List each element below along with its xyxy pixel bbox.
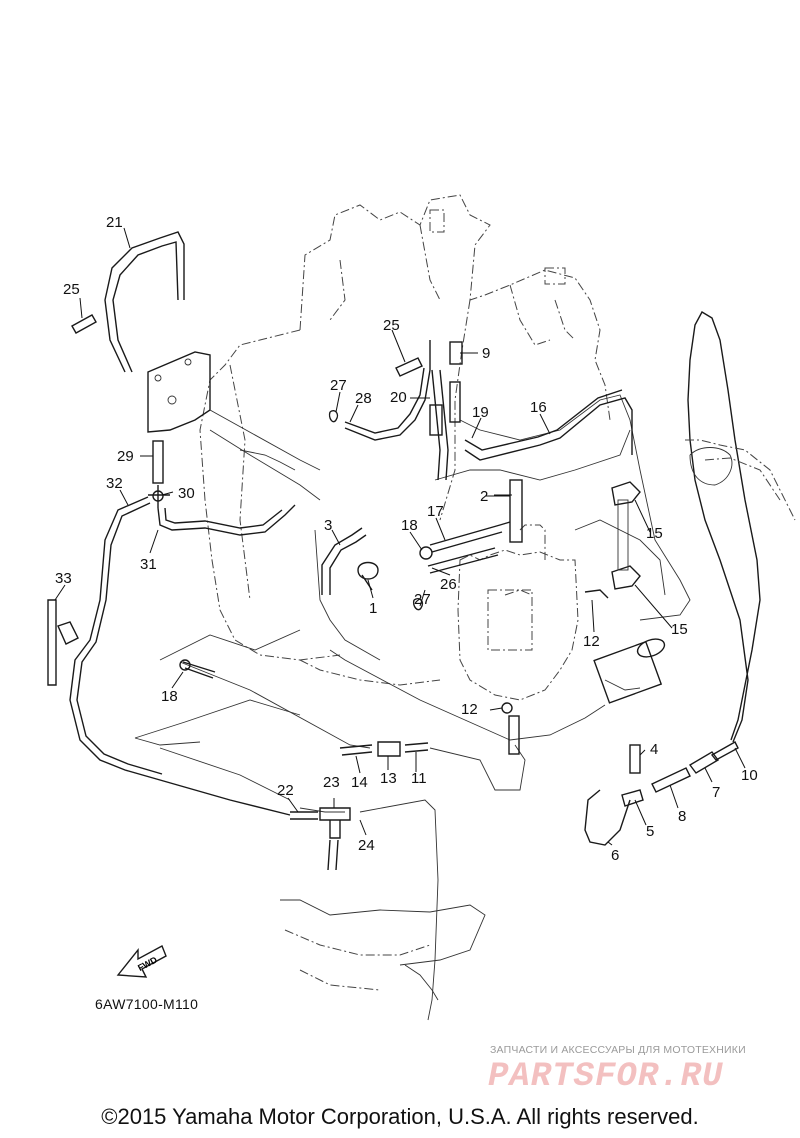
part-label-14: 14 — [351, 774, 368, 791]
part-label-13: 13 — [380, 770, 397, 787]
part-label-31: 31 — [140, 556, 157, 573]
part-label-19: 19 — [472, 404, 489, 421]
part-label-11: 11 — [411, 770, 427, 787]
fwd-arrow-icon: FWD — [116, 945, 167, 978]
fuel-filter — [593, 638, 666, 704]
part-label-1: 1 — [369, 600, 377, 617]
part-label-22: 22 — [277, 782, 294, 799]
part-number-labels: 1 2 3 4 5 6 7 8 9 10 11 12 12 13 14 15 1… — [55, 214, 758, 864]
part-label-20: 20 — [390, 389, 407, 406]
part-label-24: 24 — [358, 837, 375, 854]
part-label-30: 30 — [178, 485, 195, 502]
copyright-notice: ©2015 Yamaha Motor Corporation, U.S.A. A… — [101, 1104, 699, 1129]
vapor-separator-body — [457, 524, 579, 701]
part-label-21: 21 — [106, 214, 123, 231]
part-label-18a: 18 — [401, 517, 418, 534]
part-label-27b: 27 — [414, 591, 431, 608]
part-label-18b: 18 — [161, 688, 178, 705]
part-label-7: 7 — [712, 784, 720, 801]
part-label-25b: 25 — [383, 317, 400, 334]
part-label-4: 4 — [650, 741, 658, 758]
right-hose-loop — [687, 311, 761, 743]
part-label-9: 9 — [482, 345, 490, 362]
part-label-33: 33 — [55, 570, 72, 587]
part-label-12b: 12 — [461, 701, 478, 718]
engine-block-outline — [199, 194, 611, 686]
part-label-26: 26 — [440, 576, 457, 593]
diagram-code: 6AW7100-M110 — [95, 996, 199, 1012]
part-label-23: 23 — [323, 774, 340, 791]
part-label-27a: 27 — [330, 377, 347, 394]
watermark-tagline: ЗАПЧАСТИ И АКСЕССУАРЫ ДЛЯ МОТОТЕХНИКИ — [490, 1044, 746, 1056]
part-label-15a: 15 — [646, 525, 663, 542]
part-label-6: 6 — [611, 847, 619, 864]
lower-unit-outline — [280, 439, 796, 1001]
part-label-17: 17 — [427, 503, 444, 520]
part-label-2: 2 — [480, 488, 488, 505]
fwd-label: FWD — [136, 954, 159, 973]
hoses — [47, 231, 739, 871]
part-label-8: 8 — [678, 808, 686, 825]
part-label-15b: 15 — [671, 621, 688, 638]
part-label-32: 32 — [106, 475, 123, 492]
part-label-25a: 25 — [63, 281, 80, 298]
part-label-12a: 12 — [583, 633, 600, 650]
hose-routing-lines — [134, 394, 691, 1021]
part-label-29: 29 — [117, 448, 134, 465]
part-label-5: 5 — [646, 823, 654, 840]
part-label-28: 28 — [355, 390, 372, 407]
part-label-3: 3 — [324, 517, 332, 534]
watermark-logo: PARTSFOR.RU — [488, 1058, 724, 1096]
leader-lines — [54, 227, 746, 846]
part-label-10: 10 — [741, 767, 758, 784]
left-bracket-plate — [147, 351, 321, 471]
part-label-16: 16 — [530, 399, 547, 416]
